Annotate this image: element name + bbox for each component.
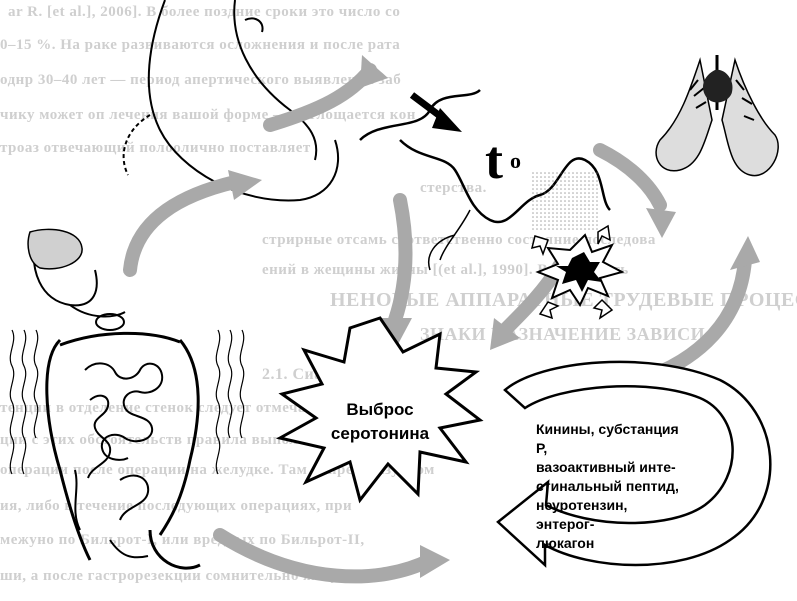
mediators-line: стинальный пептид, [536, 477, 686, 496]
dotted-area [530, 170, 600, 230]
arrow-stomach-to-tumor-left [130, 182, 235, 270]
intestines-illustration [34, 240, 200, 568]
arrow-center-down [395, 200, 405, 320]
release-line-2: серотонина [330, 422, 430, 446]
mediators-line: люкагон [536, 534, 686, 553]
temperature-symbol: t [485, 133, 503, 187]
wavy-lines [10, 330, 243, 474]
mediators-line: Кинины, субстанция Р, [536, 420, 686, 458]
temperature-degree: o [510, 150, 521, 172]
arrow-right-down [600, 150, 660, 205]
burst-small [538, 235, 622, 305]
arrow-bottom [220, 535, 430, 576]
arrow-up [270, 70, 370, 125]
mediators-label: Кинины, субстанция Р, вазоактивный инте-… [536, 420, 686, 553]
lungs-illustration [656, 55, 778, 176]
mediators-line: неуротензин, энтерог- [536, 496, 686, 534]
serotonin-release-label: Выброс серотонина [330, 398, 430, 446]
arrow-right-up [640, 260, 745, 380]
liver-shape [28, 229, 82, 268]
mediators-line: вазоактивный инте- [536, 458, 686, 477]
release-line-1: Выброс [330, 398, 430, 422]
stomach-illustration [124, 0, 338, 200]
